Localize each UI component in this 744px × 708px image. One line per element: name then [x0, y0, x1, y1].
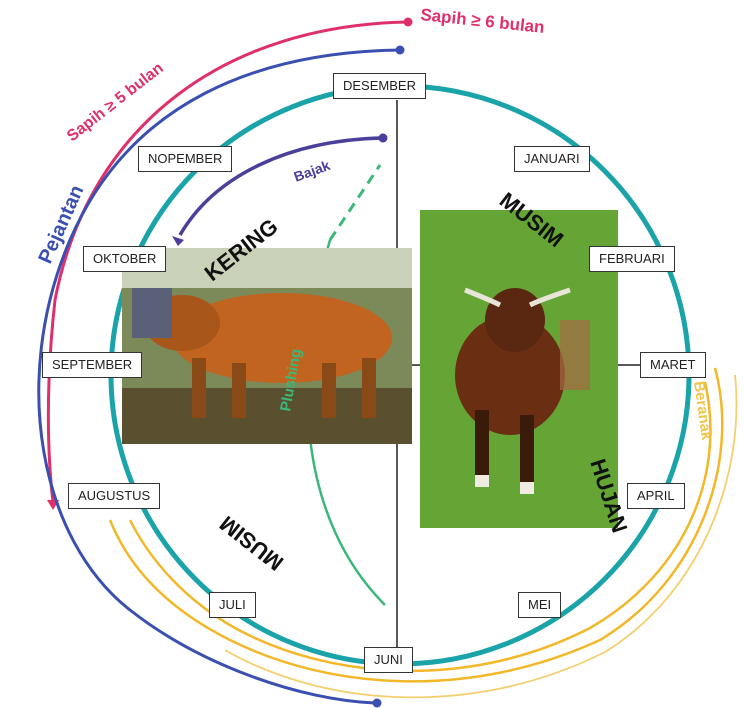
- kering-label: KERING: [200, 214, 283, 286]
- month-september: SEPTEMBER: [42, 352, 143, 378]
- sapih-arc-start: [403, 17, 413, 27]
- beranak-arc-outer: [108, 367, 724, 683]
- month-januari: JANUARI: [514, 146, 590, 172]
- beranak-arc-inner: [128, 381, 712, 672]
- beranak-label: Beranak: [690, 380, 715, 442]
- month-juni: JUNI: [364, 647, 413, 673]
- month-desember: DESEMBER: [333, 73, 426, 99]
- month-februari: FEBRUARI: [589, 246, 675, 272]
- month-mei: MEI: [518, 592, 562, 618]
- wet-season-bull-photo: [420, 210, 618, 528]
- pejantan-arc-end: [372, 698, 382, 708]
- dry-season-cattle-photo: [122, 248, 412, 444]
- month-nopember: NOPEMBER: [138, 146, 233, 172]
- pejantan-arc: [37, 48, 401, 705]
- bajak-arc-start: [378, 133, 388, 143]
- month-juli: JULI: [209, 592, 256, 618]
- sapih6-label: Sapih ≥ 6 bulan: [420, 5, 546, 37]
- month-maret: MARET: [640, 352, 706, 378]
- beranak-arc-mid: [224, 374, 738, 699]
- month-april: APRIL: [627, 483, 685, 509]
- musim-dry-label: MUSIM: [215, 511, 288, 576]
- sapih5-label: Sapih ≥ 5 bulan: [64, 60, 167, 146]
- bajak-arc: [178, 136, 384, 236]
- month-agustus: AUGUSTUS: [68, 483, 161, 509]
- pejantan-arc-start: [395, 45, 405, 55]
- hujan-label: HUJAN: [585, 456, 632, 536]
- plushing-label: Plushing: [277, 347, 305, 412]
- bajak-label: Bajak: [292, 157, 333, 185]
- plushing-arc-dashed: [328, 164, 382, 241]
- bajak-arrowhead: [172, 236, 184, 246]
- musim-wet-label: MUSIM: [495, 187, 568, 252]
- pejantan-label: Pejantan: [34, 182, 88, 267]
- month-oktober: OKTOBER: [83, 246, 167, 272]
